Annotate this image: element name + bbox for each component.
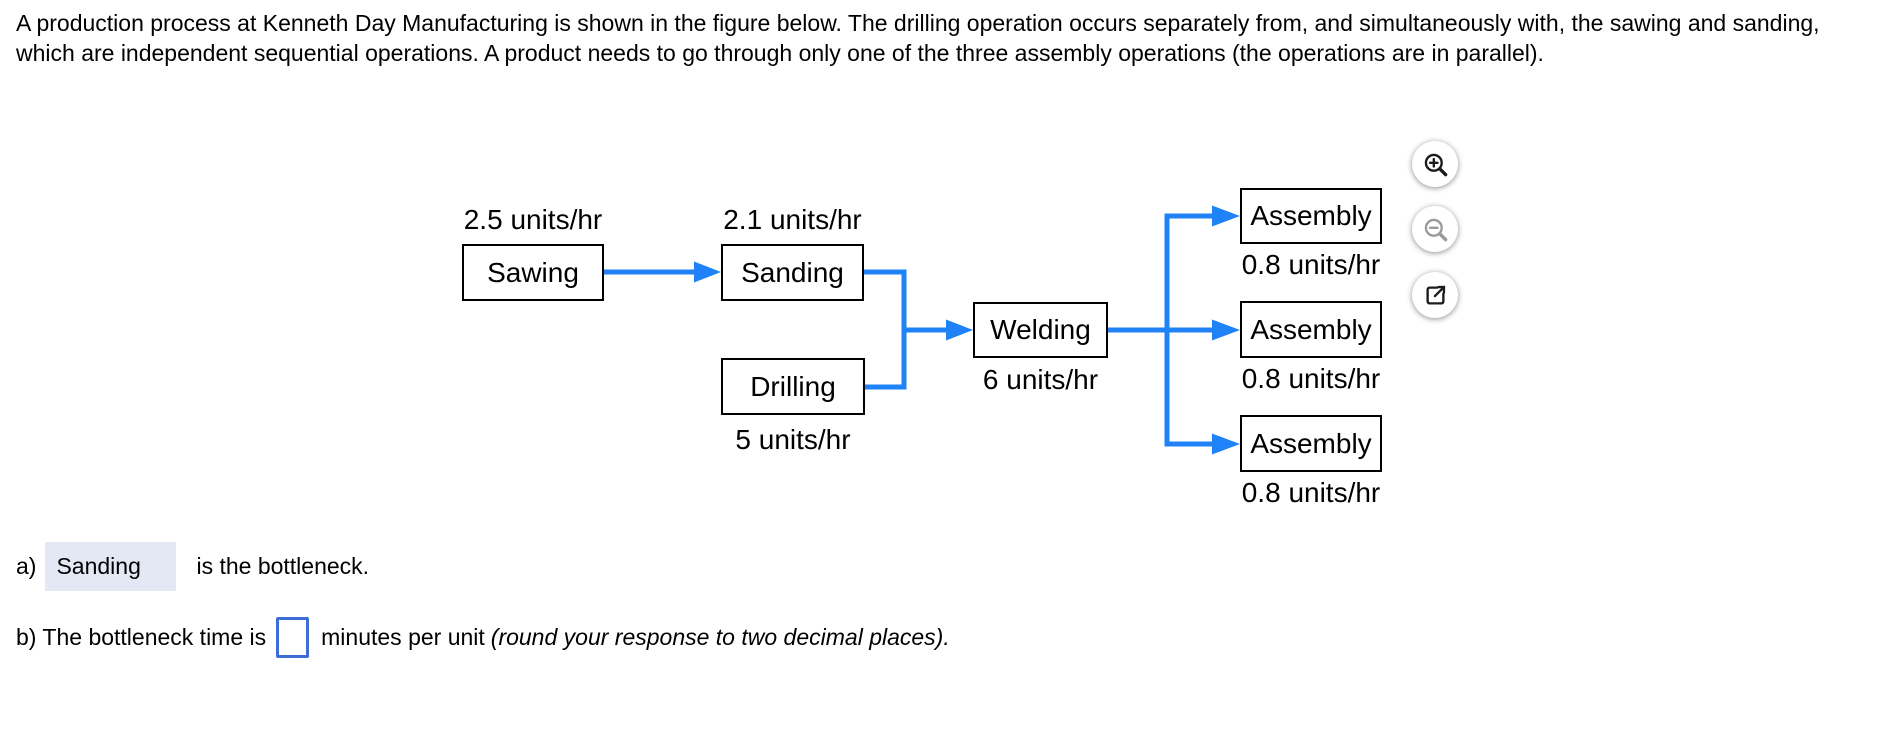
problem-statement: A production process at Kenneth Day Manu… — [16, 10, 1820, 66]
part-b-text-before: b) The bottleneck time is — [16, 623, 267, 650]
process-box-drilling: Drilling — [721, 358, 865, 415]
part-b-answer-input[interactable] — [276, 616, 310, 658]
answer-line-b: b) The bottleneck time is minutes per un… — [16, 616, 950, 658]
zoom-in-icon — [1422, 151, 1449, 178]
part-b-text-after: minutes per unit — [321, 623, 485, 650]
open-in-new-window-button[interactable] — [1412, 272, 1458, 318]
rate-label-sawing: 2.5 units/hr — [463, 204, 603, 235]
zoom-in-button[interactable] — [1412, 141, 1458, 187]
process-box-sanding: Sanding — [721, 244, 864, 301]
answer-line-a: a) Sanding is the bottleneck. — [16, 542, 369, 591]
process-box-assembly-middle: Assembly — [1240, 301, 1382, 358]
zoom-out-button[interactable] — [1412, 206, 1458, 252]
part-a-label: a) — [16, 553, 37, 579]
rate-label-sanding: 2.1 units/hr — [723, 204, 862, 235]
rate-label-assembly-middle: 0.8 units/hr — [1241, 363, 1381, 394]
process-box-assembly-bottom: Assembly — [1240, 415, 1382, 472]
rate-label-welding: 6 units/hr — [982, 364, 1099, 395]
part-a-selected-value: Sanding — [56, 553, 141, 579]
rate-label-assembly-top: 0.8 units/hr — [1241, 249, 1381, 280]
rate-label-drilling: 5 units/hr — [735, 424, 851, 455]
part-a-text-after: is the bottleneck. — [196, 553, 370, 579]
rate-label-assembly-bottom: 0.8 units/hr — [1241, 477, 1381, 508]
process-box-sawing: Sawing — [462, 244, 604, 301]
open-in-new-window-icon — [1422, 282, 1449, 309]
process-box-welding: Welding — [973, 302, 1108, 358]
process-box-assembly-top: Assembly — [1240, 188, 1382, 244]
zoom-out-icon — [1422, 216, 1449, 243]
part-a-answer-field[interactable]: Sanding — [45, 542, 177, 591]
part-b-rounding-note: (round your response to two decimal plac… — [490, 623, 950, 650]
